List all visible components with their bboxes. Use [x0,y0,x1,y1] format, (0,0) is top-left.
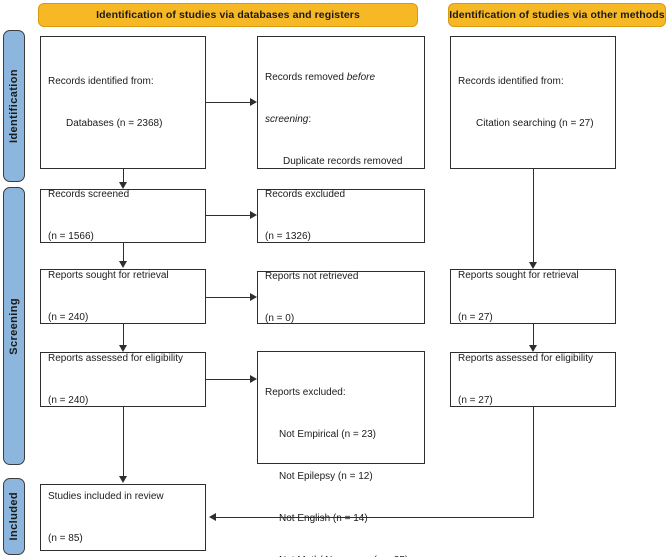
reports-sought-other-line2: (n = 27) [458,311,493,323]
box-records-identified-citation-text: Records identified from: Citation search… [451,47,601,159]
arrowhead-assessed-to-excluded-reasons [250,375,257,383]
stage-tab-included-label: Included [8,492,20,541]
section-header-databases-registers-label: Identification of studies via databases … [96,9,360,21]
reports-excluded-reason-1: Not Epilepsy (n = 12) [279,471,373,482]
box-reports-assessed-databases-text: Reports assessed for eligibility (n = 24… [41,324,190,436]
reports-excluded-reason-3: Not Math/ Numeracy (n = 35) [265,554,408,557]
records-screened-line2: (n = 1566) [48,231,94,242]
arrowhead-identified-to-screened [119,182,127,189]
arrowhead-identified-to-removed [250,98,257,106]
reports-assessed-db-line2: (n = 240) [48,394,89,406]
connector-assessed-other-down [533,407,534,517]
section-header-databases-registers: Identification of studies via databases … [38,3,418,27]
reports-excluded-reason-2: Not English (n = 14) [279,513,368,524]
records-identified-citation-line2: Citation searching (n = 27) [476,117,594,129]
box-reports-not-retrieved: Reports not retrieved (n = 0) [257,271,425,324]
reports-not-retrieved-line2: (n = 0) [265,312,295,324]
reports-assessed-db-line1: Reports assessed for eligibility [48,352,184,364]
box-records-screened-text: Records screened (n = 1566) [41,160,136,272]
box-records-screened: Records screened (n = 1566) [40,189,206,243]
connector-sought-to-assessed [123,324,124,346]
records-removed-line2-italic: screening [265,114,309,125]
connector-sought-other-to-assessed-other [533,324,534,346]
arrowhead-assessed-other-to-included [209,513,216,521]
stage-tab-screening: Screening [3,187,25,465]
records-identified-citation-line1: Records identified from: [458,75,564,87]
section-header-other-methods-label: Identification of studies via other meth… [449,9,665,21]
box-records-identified-databases: Records identified from: Databases (n = … [40,36,206,169]
reports-sought-db-line2: (n = 240) [48,311,89,323]
studies-included-line1: Studies included in review [48,490,164,502]
box-reports-sought-databases-text: Reports sought for retrieval (n = 240) [41,241,176,353]
connector-assessed-to-excluded-reasons [206,379,250,380]
reports-assessed-other-line2: (n = 27) [458,394,493,406]
reports-excluded-title: Reports excluded: [265,387,346,398]
arrowhead-sought-to-not-retrieved [250,293,257,301]
stage-tab-identification-label: Identification [8,68,20,144]
box-reports-excluded-reasons: Reports excluded: Not Empirical (n = 23)… [257,351,425,557]
connector-identified-to-screened [123,169,124,183]
box-reports-assessed-other-text: Reports assessed for eligibility (n = 27… [451,324,600,436]
box-records-identified-citation: Records identified from: Citation search… [450,36,616,169]
records-screened-line1: Records screened [48,189,130,200]
reports-assessed-other-line1: Reports assessed for eligibility [458,352,594,364]
box-studies-included-text: Studies included in review (n = 85) [41,462,171,557]
stage-tab-screening-label: Screening [8,297,20,355]
arrowhead-screened-to-sought [119,261,127,268]
box-reports-assessed-other: Reports assessed for eligibility (n = 27… [450,352,616,407]
arrowhead-sought-other-to-assessed-other [529,345,537,352]
connector-sought-to-not-retrieved [206,297,250,298]
records-removed-line1-a: Records removed [265,72,347,83]
arrowhead-citation-to-sought-other [529,262,537,269]
records-removed-line3: Duplicate records removed [283,156,403,167]
box-reports-sought-other-text: Reports sought for retrieval (n = 27) [451,241,586,353]
stage-tab-identification: Identification [3,30,25,182]
connector-assessed-other-to-included [216,517,534,518]
reports-sought-other-line1: Reports sought for retrieval [458,269,579,281]
reports-not-retrieved-line1: Reports not retrieved [265,270,359,282]
box-reports-assessed-databases: Reports assessed for eligibility (n = 24… [40,352,206,407]
connector-screened-to-sought [123,243,124,262]
records-identified-db-line2: Databases (n = 2368) [66,117,163,129]
connector-assessed-to-included [123,407,124,477]
stage-tab-included: Included [3,478,25,555]
records-excluded-line1: Records excluded [265,189,346,200]
box-records-identified-databases-text: Records identified from: Databases (n = … [41,47,169,159]
box-reports-excluded-reasons-text: Reports excluded: Not Empirical (n = 23)… [258,352,415,557]
connector-citation-to-sought-other [533,169,534,263]
arrowhead-sought-to-assessed [119,345,127,352]
studies-included-line2: (n = 85) [48,532,83,544]
records-removed-line1-italic: before [346,72,376,83]
connector-identified-to-removed [206,102,250,103]
box-reports-not-retrieved-text: Reports not retrieved (n = 0) [258,242,365,354]
box-records-excluded: Records excluded (n = 1326) [257,189,425,243]
records-removed-line2-a: : [308,114,312,125]
box-records-excluded-text: Records excluded (n = 1326) [258,160,352,272]
records-removed-line2: screening: [265,113,403,127]
box-reports-sought-other: Reports sought for retrieval (n = 27) [450,269,616,324]
box-records-removed: Records removed before screening: Duplic… [257,36,425,209]
box-reports-sought-databases: Reports sought for retrieval (n = 240) [40,269,206,324]
section-header-other-methods: Identification of studies via other meth… [448,3,666,27]
records-excluded-line2: (n = 1326) [265,231,311,242]
arrowhead-assessed-to-included [119,476,127,483]
box-studies-included: Studies included in review (n = 85) [40,484,206,551]
arrowhead-screened-to-excluded [250,211,257,219]
reports-excluded-reason-0: Not Empirical (n = 23) [279,429,376,440]
records-identified-db-line1: Records identified from: [48,75,154,87]
reports-sought-db-line1: Reports sought for retrieval [48,269,169,281]
connector-screened-to-excluded [206,215,250,216]
records-removed-line1: Records removed before [265,71,403,85]
